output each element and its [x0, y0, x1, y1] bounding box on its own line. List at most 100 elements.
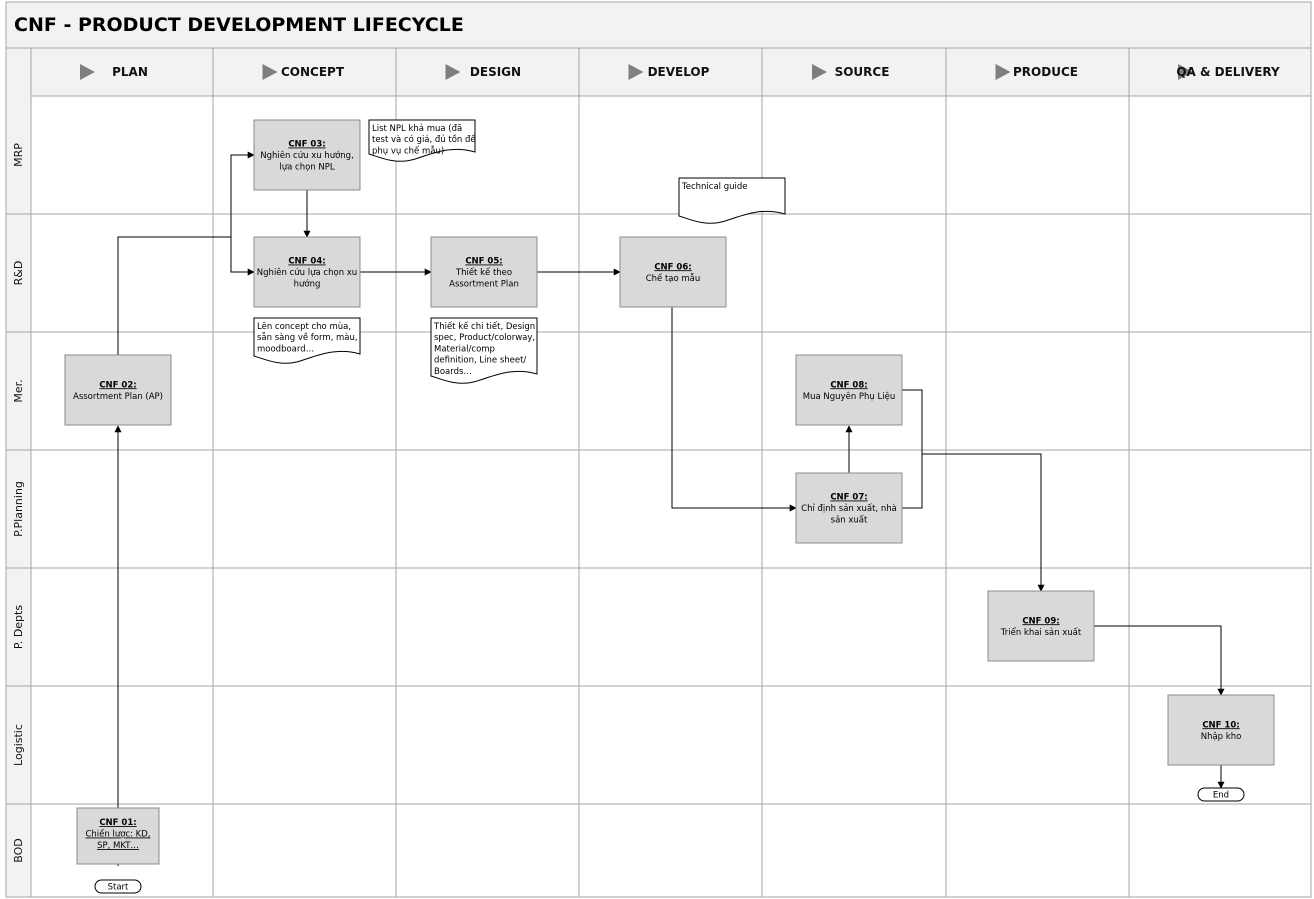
phase-qa-delivery: QA & DELIVERY [1176, 64, 1280, 80]
step-cnf10[interactable]: CNF 10: Nhập kho [1167, 694, 1275, 766]
step-box [76, 807, 160, 865]
phase-headers: PLAN CONCEPT DESIGN DEVELOP SOURCE PRODUCE QA … [80, 64, 1280, 80]
play-triangle-icon [80, 64, 95, 80]
play-triangle-icon [628, 64, 644, 80]
step-code: CNF 04: [288, 257, 325, 267]
step-description: sản xuất [831, 515, 868, 526]
cnf09-to-cnf10 [1094, 625, 1225, 696]
lane-mer: Mer. [12, 379, 25, 402]
play-triangle-icon [812, 64, 827, 80]
step-description: Assortment Plan [449, 280, 519, 290]
step-code: CNF 09: [1022, 616, 1059, 626]
step-description: Mua Nguyên Phụ Liệu [803, 391, 895, 402]
phase-header-row [30, 47, 1312, 97]
step-description: Assortment Plan (AP) [73, 392, 163, 402]
play-triangle-icon [1178, 64, 1193, 80]
title-bar [5, 1, 1312, 49]
step-code: CNF 10: [1202, 720, 1239, 730]
phase-label: CONCEPT [281, 65, 345, 79]
note-line: Lên concept cho mùa, [257, 321, 351, 332]
note-line: sẵn sàng về form, màu, [257, 332, 358, 343]
step-box [619, 236, 727, 308]
step-description: SP, MKT… [97, 841, 139, 851]
phase-label: DEVELOP [648, 65, 710, 79]
step-cnf03[interactable]: CNF 03:Nghiên cứu xu hướng, lựa chọn NPL [253, 119, 361, 191]
terminal-label: End [1213, 791, 1229, 801]
note-line: Technical guide [681, 182, 748, 192]
note-line: Thiết kế chi tiết, Design [433, 321, 535, 332]
note-line: Boards… [434, 367, 472, 377]
branch-to-cnf03 [230, 151, 255, 237]
step-cnf02[interactable]: CNF 02: Assortment Plan (AP) [64, 354, 172, 426]
cnf07-cnf08-link [902, 389, 923, 509]
step-cnf06[interactable]: CNF 06:Chế tạo mẫu [619, 236, 727, 308]
step-box [1167, 694, 1275, 766]
step-cnf09[interactable]: CNF 09:Triển khai sản xuất [987, 590, 1095, 662]
branch-to-cnf04 [230, 237, 255, 276]
step-description: Chiến lược: KD, [85, 829, 150, 840]
phase-label: SOURCE [835, 65, 890, 79]
lane-bod: BOD [12, 838, 25, 862]
step-box [987, 590, 1095, 662]
step-code: CNF 03: [288, 140, 325, 150]
step-description: Triển khai sản xuất [1000, 627, 1082, 638]
step-cnf08[interactable]: CNF 08:Mua Nguyên Phụ Liệu [795, 354, 903, 426]
lane-header-column [5, 47, 32, 898]
step-description: Nhập kho [1201, 732, 1242, 742]
flow-connectors [114, 151, 1225, 866]
terminal-shape [1197, 787, 1245, 802]
phase-concept: CONCEPT [262, 64, 345, 80]
phase-develop: DEVELOP [628, 64, 710, 80]
step-code: CNF 07: [830, 493, 867, 503]
process-steps: CNF 01:Chiến lược: KD,SP, MKT… CNF 02: Ass… [64, 119, 1275, 865]
note-line: test và có giá, đủ tồn để [372, 134, 476, 145]
start-terminal: Start [94, 879, 142, 894]
step-code: CNF 08: [830, 380, 867, 390]
step-box [430, 236, 538, 308]
phase-produce: PRODUCE [995, 64, 1078, 80]
phase-label: PLAN [112, 65, 148, 79]
end-terminal: End [1197, 787, 1245, 802]
swimlane-grid [6, 48, 1311, 897]
note-line: List NPL khả mua (đã [372, 123, 462, 134]
phase-label: PRODUCE [1013, 65, 1078, 79]
note-concept: Lên concept cho mùa,sẵn sàng về form, mà… [253, 317, 361, 364]
terminal-label: Start [108, 883, 129, 893]
page-title: CNF - PRODUCT DEVELOPMENT LIFECYCLE [14, 14, 464, 36]
document-shape [678, 177, 786, 224]
step-cnf01[interactable]: CNF 01:Chiến lược: KD,SP, MKT… [76, 807, 160, 865]
step-description: Nghiên cứu lựa chọn xu [257, 267, 357, 278]
cnf06-to-cnf07 [671, 307, 797, 512]
lane-mrp: MRP [12, 143, 25, 167]
terminal-shape [94, 879, 142, 894]
lane-p-depts: P. Depts [12, 605, 25, 649]
cnf02-up [117, 236, 231, 355]
lane-r-d: R&D [12, 261, 25, 286]
step-description: Chỉ định sản xuất, nhà [801, 503, 897, 514]
step-code: CNF 05: [465, 257, 502, 267]
phase-source: SOURCE [812, 64, 889, 80]
step-description: lựa chọn NPL [279, 163, 334, 173]
phase-label: QA & DELIVERY [1176, 65, 1280, 79]
step-box [253, 236, 361, 308]
terminals: Start End [94, 787, 1245, 894]
note-line: Material/comp [434, 344, 495, 354]
step-box [253, 119, 361, 191]
step-code: CNF 06: [654, 262, 691, 272]
step-code: CNF 02: [99, 380, 136, 390]
step-description: Chế tạo mẫu [646, 273, 701, 284]
step-box [795, 354, 903, 426]
step-description: Nghiên cứu xu hướng, [260, 150, 354, 161]
step-description: hướng [294, 279, 321, 290]
document-shape [253, 317, 361, 364]
phase-design: DESIGN [445, 64, 521, 80]
phase-label: DESIGN [470, 65, 521, 79]
lane-logistic: Logistic [12, 724, 25, 766]
step-description: Thiết kế theo [455, 267, 512, 278]
